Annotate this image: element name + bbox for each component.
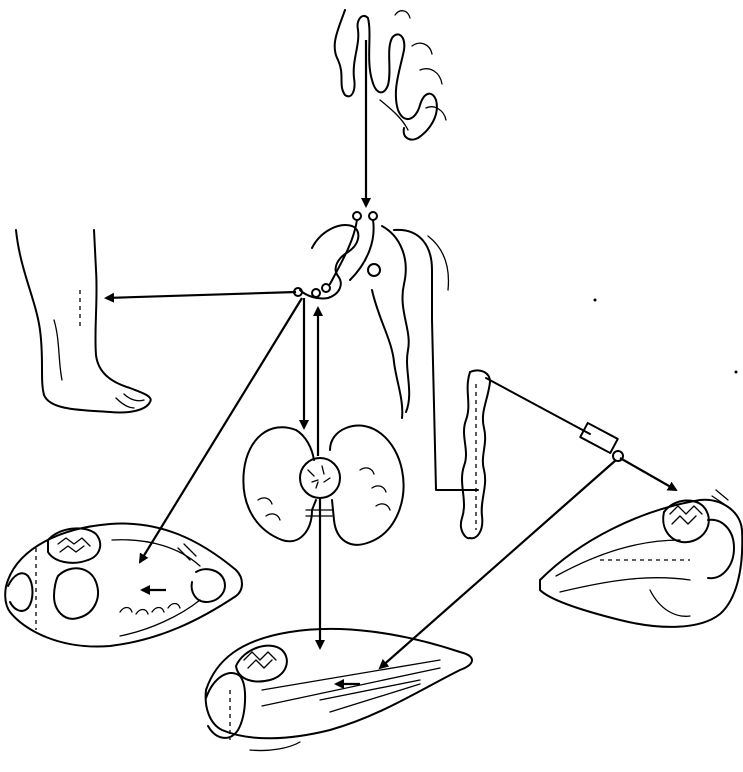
orbit-left <box>5 523 242 646</box>
arrow-hypothalamus-to-leg <box>106 292 296 298</box>
thyroid-gland <box>243 426 403 545</box>
spinal-cord-chain <box>432 320 623 538</box>
orbit-center <box>206 629 472 751</box>
leg-foot <box>16 230 151 413</box>
brain-cortex <box>335 10 446 140</box>
orbit-right <box>540 490 742 627</box>
arrow-hypothalamus-to-left-orbit <box>140 298 302 562</box>
arrow-chain-to-right-orbit <box>620 458 676 490</box>
